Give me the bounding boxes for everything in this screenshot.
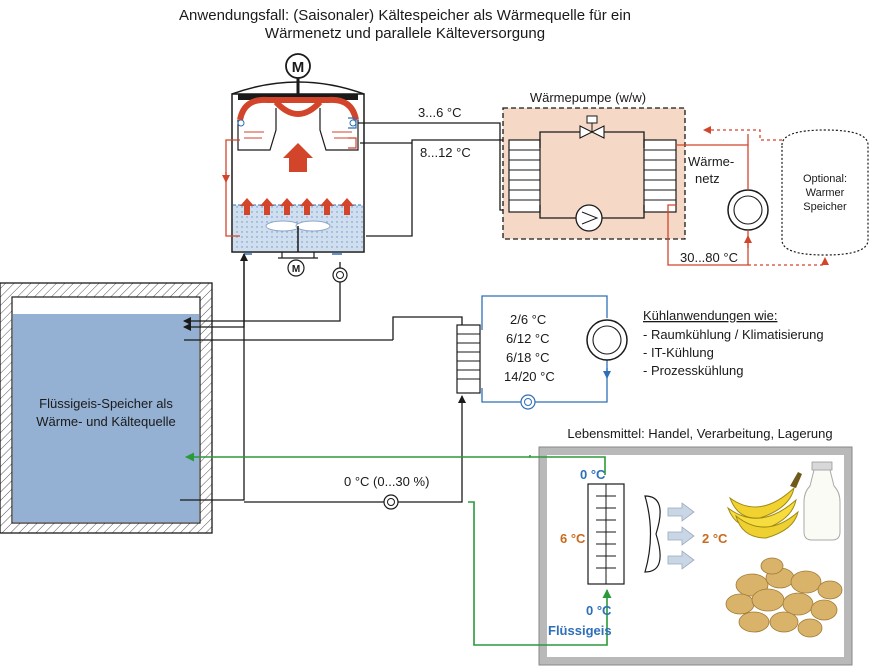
optional-storage-line2: Warmer [806, 187, 845, 199]
cooling-temp-4: 14/20 °C [504, 369, 555, 384]
cooling-loop-pump-icon [520, 394, 536, 410]
potato-icon [725, 557, 843, 638]
cold-supply-line [358, 122, 511, 214]
food-title: Lebensmittel: Handel, Verarbeitung, Lage… [567, 426, 832, 441]
food-inlet-top-temp: 0 °C [580, 467, 606, 482]
motor-bottom-icon [287, 259, 305, 277]
banana-icon [726, 472, 802, 539]
storage-outflow-line [180, 253, 248, 501]
airflow-arrows [667, 502, 695, 570]
bypass-temp-label: 0 °C (0...30 %) [344, 474, 429, 489]
cooling-hx-feed-line [392, 316, 463, 340]
food-left-temp: 6 °C [560, 531, 586, 546]
liquid-ice-supply-line [468, 501, 612, 646]
cooling-app-3: - Prozesskühlung [643, 363, 743, 378]
motor-bottom-label: M [292, 264, 300, 275]
cooling-loop-supply [481, 295, 608, 330]
expansion-valve-icon [579, 115, 605, 139]
heat-network-label-2: netz [695, 171, 720, 186]
optional-storage-link-bottom [748, 257, 829, 266]
food-right-temp: 2 °C [702, 531, 728, 546]
cooling-app-1: - Raumkühlung / Klimatisierung [643, 327, 824, 342]
cooling-pump-icon [586, 319, 628, 361]
main-pump-icon [383, 494, 399, 510]
condenser-heat-exchanger-icon [643, 139, 677, 213]
cooling-temp-3: 6/18 °C [506, 350, 550, 365]
cooling-loop-return [481, 360, 608, 403]
compressor-icon [575, 204, 603, 232]
optional-storage-line1: Optional: [803, 173, 847, 185]
fan-icon [644, 495, 661, 573]
stirrer-fan-icon [265, 220, 331, 252]
motor-top-label: M [292, 59, 305, 76]
air-cooler-heat-exchanger-icon [587, 483, 625, 585]
ice-generator-tank: M [222, 53, 365, 277]
heat-network-pump-icon [727, 189, 769, 231]
heat-pump-title: Wärmepumpe (w/w) [530, 90, 646, 105]
cooling-heat-exchanger-icon [456, 324, 481, 394]
main-distribution-line [244, 395, 466, 503]
optional-warm-storage [781, 129, 869, 256]
cooling-app-2: - IT-Kühlung [643, 345, 714, 360]
liquid-ice-storage: Flüssigeis-Speicher als Wärme- und Kälte… [0, 282, 213, 534]
optional-storage-line3: Speicher [803, 201, 847, 213]
heat-network-label-1: Wärme- [688, 154, 734, 169]
optional-storage-link-top [703, 126, 782, 141]
milk-bottle-icon [803, 461, 841, 541]
liquid-ice-return-top [529, 455, 606, 475]
cooling-apps-title: Kühlanwendungen wie: [643, 308, 777, 323]
food-medium-label: Flüssigeis [548, 623, 612, 638]
cold-return-line-a [366, 139, 510, 237]
heat-network-return-line [667, 204, 749, 266]
storage-label-line2: Wärme- und Kältequelle [36, 414, 175, 429]
temp-return-cold: 8...12 °C [420, 145, 471, 160]
title-line-1: Anwendungsfall: (Saisonaler) Kältespeich… [179, 7, 631, 24]
title-line-2: Wärmenetz und parallele Kälteversorgung [265, 25, 545, 42]
temp-heat-network: 30...80 °C [680, 250, 738, 265]
heat-pump-box: Wärmepumpe (w/w) [502, 90, 686, 240]
temp-supply-cold: 3...6 °C [418, 105, 462, 120]
cooling-temp-2: 6/12 °C [506, 331, 550, 346]
evaporator-heat-exchanger-icon [508, 139, 541, 213]
storage-pump-icon [332, 267, 348, 283]
food-inlet-bottom-temp: 0 °C [586, 603, 612, 618]
cooling-temp-1: 2/6 °C [510, 312, 546, 327]
storage-label-line1: Flüssigeis-Speicher als [39, 396, 173, 411]
